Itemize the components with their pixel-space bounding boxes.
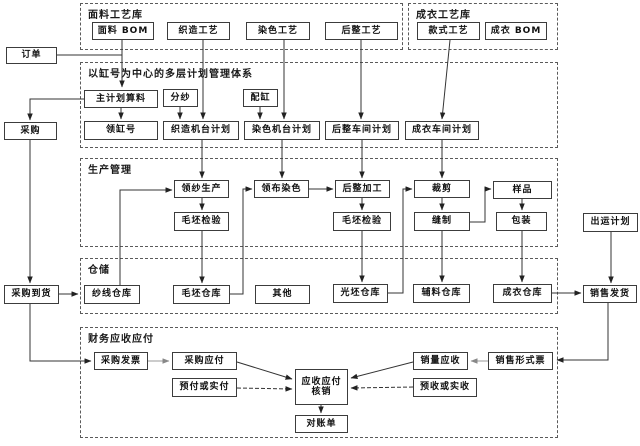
node-yarn-production: 领纱生产: [174, 180, 229, 198]
node-greige-inspect-1: 毛坯检验: [174, 212, 229, 231]
node-other-warehouse: 其他: [255, 285, 310, 304]
node-accessory-warehouse: 辅料仓库: [413, 284, 470, 303]
node-garment-warehouse: 成衣仓库: [493, 284, 552, 303]
node-finished-greige-warehouse: 光坯仓库: [333, 284, 388, 303]
node-master-plan: 主计划算料: [84, 90, 158, 108]
section-label-garment-library: 成衣工艺库: [416, 10, 471, 21]
node-style-process: 款式工艺: [417, 22, 480, 40]
node-dyeing-machine-plan: 染色机台计划: [244, 121, 320, 140]
node-dyeing-process: 染色工艺: [246, 22, 310, 40]
node-statement: 对账单: [295, 415, 348, 433]
node-sales-proforma-invoice: 销售形式票: [488, 352, 553, 370]
node-purchase: 采购: [4, 122, 57, 140]
node-order: 订单: [6, 47, 57, 64]
node-finishing-process: 后整工艺: [325, 22, 398, 40]
node-fabric-dyeing: 领布染色: [254, 180, 309, 198]
writeoff-line-1: 应收应付: [301, 376, 342, 387]
node-greige-inspect-2: 毛坯检验: [333, 212, 391, 231]
section-label-fabric-library: 面料工艺库: [88, 10, 143, 21]
node-shipping-plan: 出运计划: [583, 213, 638, 232]
node-purchase-invoice: 采购发票: [94, 352, 148, 370]
node-vat-match: 配缸: [243, 89, 278, 107]
node-greige-warehouse: 毛坯仓库: [173, 285, 230, 304]
node-garment-shop-plan: 成衣车间计划: [405, 121, 479, 140]
node-purchase-arrival: 采购到货: [4, 285, 59, 304]
node-purchase-payable: 采购应付: [172, 352, 237, 370]
node-ar-ap-writeoff: 应收应付 核销: [295, 369, 348, 405]
node-weaving-machine-plan: 织造机台计划: [163, 121, 239, 140]
container-production-management: 生产管理: [80, 158, 558, 247]
node-sewing: 缝制: [414, 212, 470, 231]
node-fabric-bom: 面料 BOM: [92, 22, 154, 40]
node-vat-number: 领缸号: [84, 121, 158, 140]
section-label-finance: 财务应收应付: [88, 334, 154, 345]
node-yarn-split: 分纱: [163, 89, 198, 107]
node-yarn-warehouse: 纱线仓库: [84, 285, 140, 304]
node-cutting: 裁剪: [414, 180, 470, 198]
container-fabric-process-library: 面料工艺库: [80, 3, 403, 50]
container-garment-process-library: 成衣工艺库: [408, 3, 558, 50]
section-label-warehouse: 仓储: [88, 265, 110, 276]
node-sales-delivery: 销售发货: [583, 285, 637, 303]
node-weaving-process: 织造工艺: [167, 22, 230, 40]
node-prereceive-or-actual: 预收或实收: [413, 378, 477, 397]
node-garment-bom: 成衣 BOM: [485, 22, 547, 40]
node-prepay-or-actual-pay: 预付或实付: [172, 378, 237, 397]
section-label-production: 生产管理: [88, 165, 132, 176]
node-packing: 包装: [496, 212, 547, 231]
node-finishing-shop-plan: 后整车间计划: [325, 121, 399, 140]
node-sample: 样品: [493, 181, 552, 199]
section-label-planning: 以缸号为中心的多层计划管理体系: [88, 69, 253, 80]
container-warehouse: 仓储: [80, 258, 558, 314]
node-sales-receivable: 销量应收: [413, 352, 468, 370]
node-finishing-work: 后整加工: [335, 180, 390, 198]
container-finance: 财务应收应付: [80, 327, 558, 438]
writeoff-line-2: 核销: [311, 387, 332, 397]
